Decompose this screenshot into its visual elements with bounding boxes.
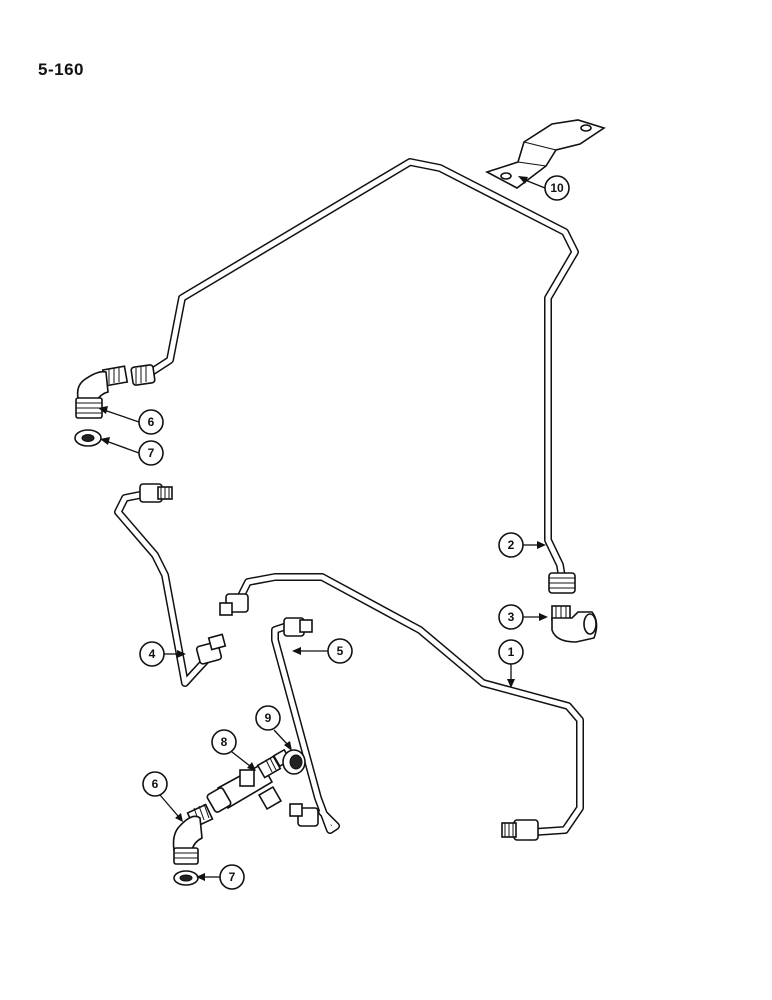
cap-9 <box>282 749 306 775</box>
svg-text:8: 8 <box>221 735 228 749</box>
svg-text:1: 1 <box>508 645 515 659</box>
svg-text:5: 5 <box>337 644 344 658</box>
svg-text:9: 9 <box>265 711 272 725</box>
washer-7-upper <box>74 429 102 447</box>
callout-6-upper: 6 <box>98 406 164 435</box>
callout-4: 4 <box>139 641 186 667</box>
svg-text:10: 10 <box>550 181 564 195</box>
tee-8 <box>206 748 292 813</box>
svg-text:7: 7 <box>148 446 155 460</box>
svg-text:3: 3 <box>508 610 515 624</box>
svg-text:6: 6 <box>152 777 159 791</box>
callout-9: 9 <box>255 705 292 751</box>
tube-5 <box>271 617 340 834</box>
callout-2: 2 <box>498 532 546 558</box>
washer-7-lower <box>173 870 199 886</box>
nut-fitting-upper-left <box>130 364 156 386</box>
tube-2 <box>146 158 579 582</box>
callout-7-lower: 7 <box>196 864 245 890</box>
callout-3: 3 <box>498 604 548 630</box>
elbow-3 <box>551 605 598 643</box>
callout-5: 5 <box>292 638 353 664</box>
tube-4 <box>114 483 227 687</box>
bracket-10 <box>484 119 606 189</box>
callout-6-lower: 6 <box>142 771 183 822</box>
callout-10: 10 <box>518 175 570 201</box>
tube-1 <box>219 573 584 841</box>
elbow-6-lower <box>172 803 214 865</box>
svg-text:4: 4 <box>149 647 156 661</box>
svg-text:6: 6 <box>148 415 155 429</box>
callout-1: 1 <box>498 639 524 688</box>
page-number: 5-160 <box>38 60 84 79</box>
callout-8: 8 <box>211 729 256 771</box>
callout-7-upper: 7 <box>100 437 164 466</box>
nut-fitting-tube-2 <box>548 572 576 594</box>
svg-text:2: 2 <box>508 538 515 552</box>
svg-text:7: 7 <box>229 870 236 884</box>
